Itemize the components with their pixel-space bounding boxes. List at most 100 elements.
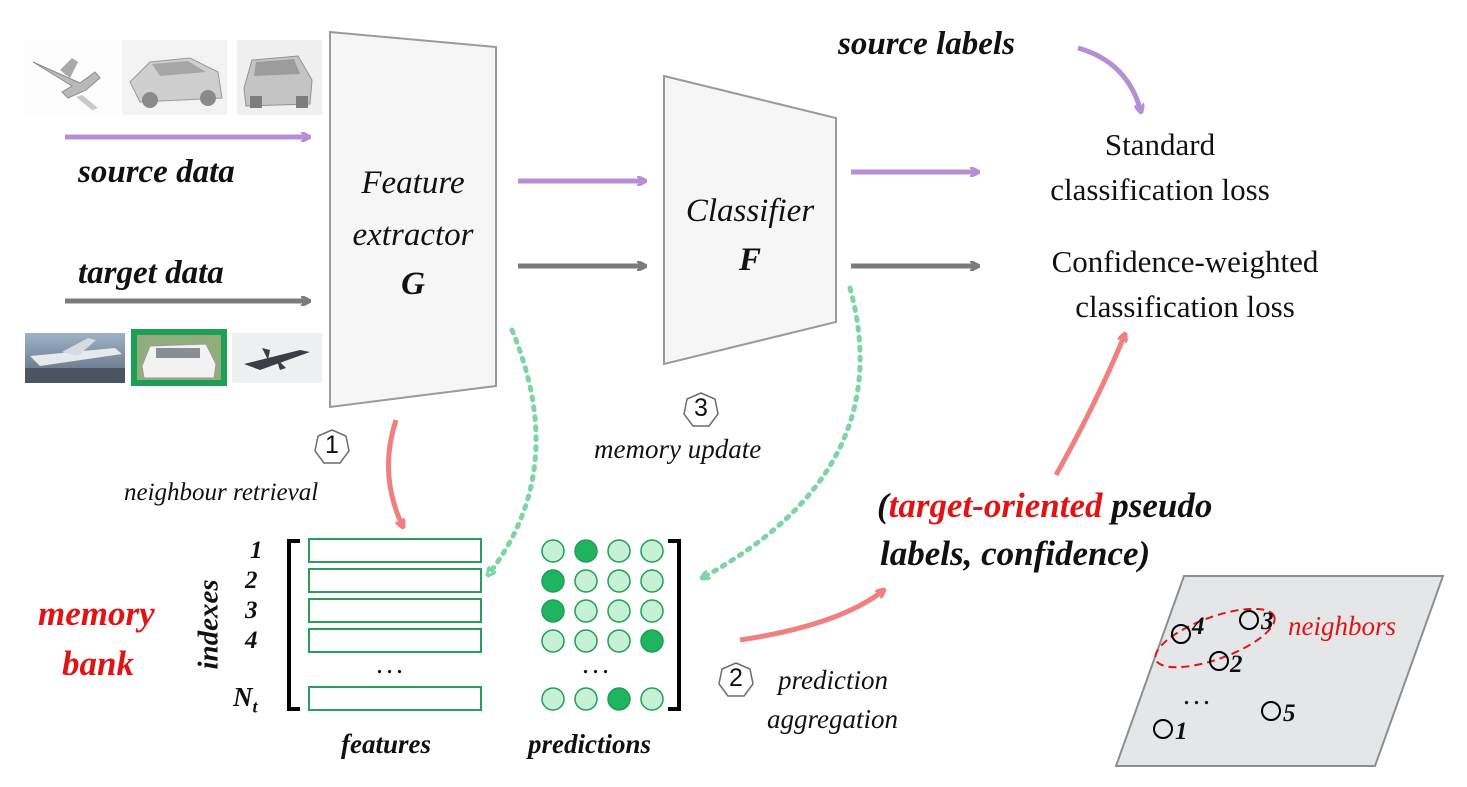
indexes-axis-label: indexes: [192, 579, 225, 670]
neighbor-label-5: 5: [1283, 700, 1296, 727]
step-1-label: neighbour retrieval: [124, 479, 319, 506]
prediction-dot-empty: [607, 629, 631, 653]
source-labels-arrow: [1077, 45, 1141, 112]
standard-loss-line2: classification loss: [1050, 172, 1270, 207]
step-3-label: memory update: [594, 434, 762, 464]
memory-right-bracket: [668, 539, 681, 711]
pseudo-highlight: target-oriented: [888, 486, 1103, 525]
source-image-plane: [25, 40, 120, 115]
neighbour-retrieval-arrow: [386, 419, 403, 527]
index-label-last: Nt: [233, 682, 258, 717]
predictions-ellipsis: ...: [582, 649, 612, 680]
feature-row: [308, 686, 482, 711]
prediction-dot-empty: [541, 687, 565, 711]
index-label-last-base: N: [233, 682, 253, 712]
prediction-aggregation-arrow: [739, 590, 884, 643]
neighbor-point-4: [1171, 624, 1191, 644]
neighbor-label-2: 2: [1230, 651, 1243, 678]
neighbors-ellipsis: ...: [1183, 680, 1213, 711]
neighbors-panel: [1114, 575, 1445, 767]
neighbors-label: neighbors: [1288, 611, 1396, 641]
memory-bank-title-line2: bank: [62, 644, 134, 683]
feature-extractor-block: [329, 30, 497, 409]
prediction-dot-empty: [574, 687, 598, 711]
target-image-cargo-plane: [25, 333, 125, 383]
prediction-dot-empty: [541, 629, 565, 653]
index-label-2: 2: [245, 567, 258, 594]
step-3-badge: [683, 392, 719, 427]
predictions-label: predictions: [528, 729, 652, 759]
source-data-label: source data: [78, 154, 235, 190]
source-image-car-rear: [237, 40, 322, 115]
neighbor-label-4: 4: [1192, 613, 1205, 640]
pseudo-label-line2: labels, confidence): [880, 534, 1151, 573]
target-images: [25, 329, 322, 386]
feature-memory-update-arrow: [488, 327, 539, 575]
neighbor-points: [1153, 610, 1281, 739]
features-ellipsis: ...: [376, 649, 406, 680]
extractor-label-line2: extractor: [352, 217, 474, 253]
confidence-loss-line1: Confidence-weighted: [1051, 244, 1319, 279]
extractor-symbol: G: [401, 266, 425, 302]
source-image-car-front: [122, 40, 227, 115]
prediction-dot-empty: [640, 687, 664, 711]
step-1-number: 1: [325, 431, 339, 459]
target-image-jet: [232, 333, 322, 383]
confidence-loss-line2: classification loss: [1075, 289, 1295, 324]
prediction-dot-empty: [607, 599, 631, 623]
extractor-label-line1: Feature: [361, 165, 465, 201]
step-3-number: 3: [694, 394, 708, 422]
prediction-dot-empty: [574, 599, 598, 623]
prediction-dot-filled: [607, 687, 631, 711]
prediction-dot-filled: [640, 629, 664, 653]
step-2-label-line1: prediction: [778, 665, 888, 695]
prediction-dot-empty: [640, 569, 664, 593]
features-label: features: [341, 729, 431, 759]
feature-row: [308, 538, 482, 563]
prediction-dot-empty: [574, 569, 598, 593]
prediction-dot-filled: [574, 539, 598, 563]
index-label-4: 4: [245, 627, 258, 654]
memory-left-bracket: [287, 539, 300, 711]
prediction-dots: [541, 539, 664, 711]
step-2-label-line2: aggregation: [767, 704, 898, 734]
prediction-dot-filled: [541, 569, 565, 593]
neighbor-label-3: 3: [1261, 608, 1274, 635]
feature-rows: [308, 538, 482, 711]
standard-loss-line1: Standard: [1104, 127, 1216, 162]
step-1-badge: [314, 429, 350, 464]
memory-bank-title-line1: memory: [38, 594, 155, 633]
pseudo-open-paren: (: [877, 486, 889, 525]
neighbors-ellipse: [1154, 607, 1276, 669]
prediction-dot-empty: [541, 539, 565, 563]
prediction-dot-empty: [640, 539, 664, 563]
pseudo-rest: pseudo: [1102, 486, 1213, 525]
prediction-dot-empty: [640, 599, 664, 623]
neighbor-point-3: [1239, 610, 1259, 630]
prediction-dot-empty: [607, 569, 631, 593]
source-images: [25, 40, 322, 115]
pseudo-label-loss-arrow: [1053, 334, 1125, 477]
neighbor-point-1: [1153, 719, 1173, 739]
step-2-number: 2: [729, 664, 743, 692]
classifier-block: [663, 74, 837, 366]
prediction-dot-filled: [541, 599, 565, 623]
feature-row: [308, 598, 482, 623]
source-labels-label: source labels: [838, 26, 1015, 62]
prediction-memory-update-arrow: [702, 285, 863, 578]
classifier-label: Classifier: [685, 193, 815, 229]
index-label-last-sub: t: [252, 696, 258, 717]
neighbor-point-5: [1261, 701, 1281, 721]
target-image-car-highlighted: [131, 329, 227, 386]
index-label-1: 1: [250, 537, 263, 564]
pseudo-label-line1: (target-oriented pseudo: [877, 488, 1212, 523]
index-label-3: 3: [245, 597, 258, 624]
neighbor-point-2: [1209, 651, 1229, 671]
feature-row: [308, 628, 482, 653]
classifier-symbol: F: [738, 242, 761, 278]
feature-row: [308, 568, 482, 593]
neighbor-label-1: 1: [1175, 718, 1188, 745]
step-2-badge: [718, 662, 754, 697]
target-data-label: target data: [78, 255, 224, 291]
